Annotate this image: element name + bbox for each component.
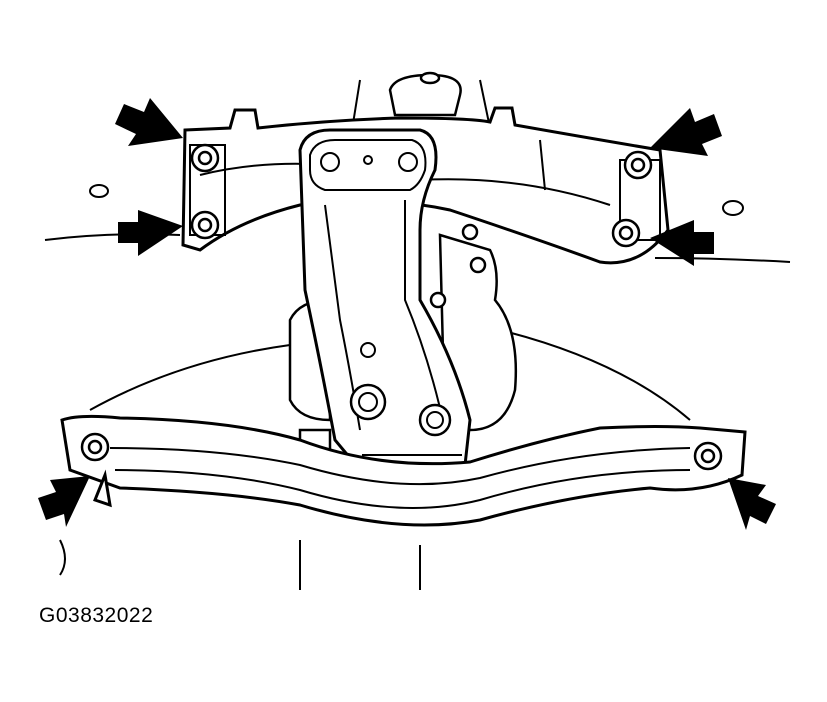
arrow-icon [728, 478, 776, 530]
lower-bolts [80, 432, 723, 471]
arrow-icon [115, 98, 183, 146]
body-holes [89, 184, 744, 216]
upper-mount-cap [388, 71, 462, 117]
center-mount-bracket [298, 128, 472, 472]
arrow-icon [650, 108, 722, 156]
figure-code: G03832022 [39, 604, 154, 627]
arrow-icon [650, 220, 714, 266]
upper-bolts [190, 143, 653, 248]
lower-crossmember [60, 414, 747, 527]
callout-arrows [38, 98, 776, 530]
arrow-icon [118, 210, 183, 256]
arrow-icon [38, 476, 90, 527]
